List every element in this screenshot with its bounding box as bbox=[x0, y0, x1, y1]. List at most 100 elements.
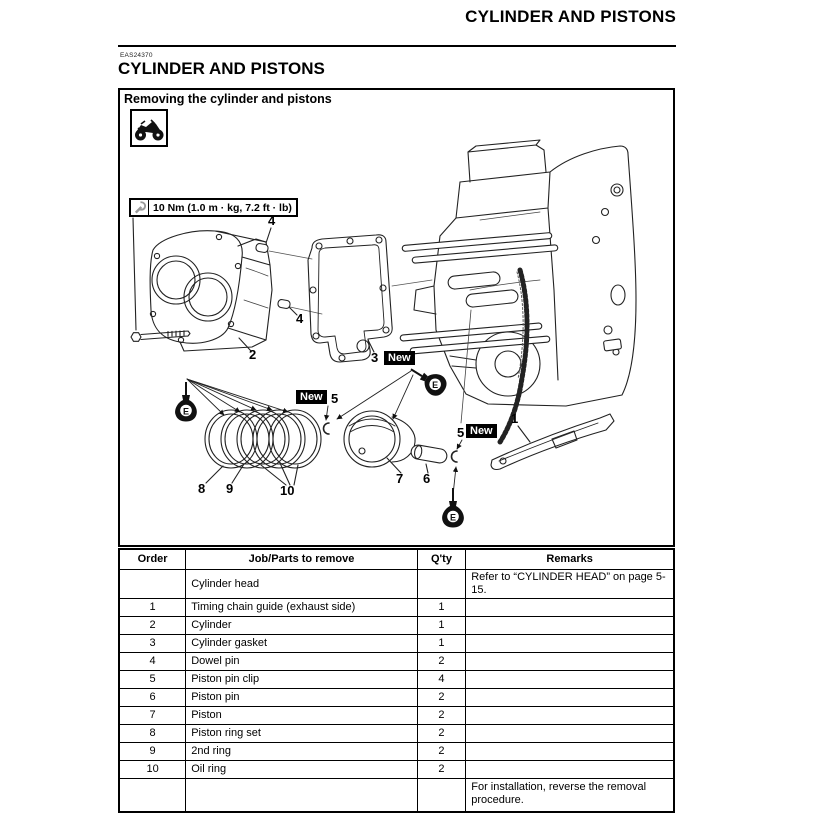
cylinder-studs bbox=[399, 232, 559, 355]
job-cell: Piston pin clip bbox=[185, 670, 418, 689]
svg-text:E: E bbox=[183, 406, 189, 416]
table-row: 9 2nd ring 2 bbox=[118, 742, 675, 761]
header-divider bbox=[118, 45, 676, 47]
cylinder-block bbox=[149, 230, 273, 352]
callout-clip-right: 5 bbox=[457, 425, 465, 440]
dowel-pin-bottom bbox=[277, 299, 323, 316]
order-cell: 7 bbox=[118, 706, 187, 725]
job-cell: Piston pin bbox=[185, 688, 418, 707]
remarks-cell bbox=[465, 598, 675, 617]
qty-cell bbox=[416, 569, 467, 599]
header-job: Job/Parts to remove bbox=[185, 548, 418, 570]
qty-cell: 2 bbox=[416, 760, 467, 779]
table-row: 1 Timing chain guide (exhaust side) 1 bbox=[118, 598, 675, 617]
job-cell: Dowel pin bbox=[185, 652, 418, 671]
qty-cell: 1 bbox=[416, 616, 467, 635]
qty-cell: 1 bbox=[416, 598, 467, 617]
callout-dowel-pin-top: 4 bbox=[268, 213, 276, 228]
order-cell: 8 bbox=[118, 724, 187, 743]
figure-box: Removing the cylinder and pistons 10 Nm … bbox=[118, 88, 675, 547]
piston-pin-clip-right bbox=[450, 450, 458, 463]
wrench-icon bbox=[131, 200, 149, 215]
remarks-cell bbox=[465, 688, 675, 707]
piston-rings bbox=[204, 409, 322, 469]
piston-pin bbox=[410, 444, 448, 464]
svg-text:E: E bbox=[450, 512, 456, 522]
crankcase bbox=[413, 139, 637, 407]
table-row: Cylinder head Refer to “CYLINDER HEAD” o… bbox=[118, 569, 675, 599]
oil-can-middle: E bbox=[410, 368, 447, 396]
qty-cell: 1 bbox=[416, 634, 467, 653]
section-title: CYLINDER AND PISTONS bbox=[118, 59, 325, 78]
job-cell: Timing chain guide (exhaust side) bbox=[185, 598, 418, 617]
order-cell: 6 bbox=[118, 688, 187, 707]
motorcycle-icon bbox=[130, 109, 168, 147]
oil-can-bottom: E bbox=[442, 488, 464, 528]
remarks-cell bbox=[465, 706, 675, 725]
order-cell: 9 bbox=[118, 742, 187, 761]
job-cell: Piston ring set bbox=[185, 724, 418, 743]
new-badge-clip-right: New bbox=[466, 424, 497, 438]
svg-text:E: E bbox=[432, 380, 438, 390]
header-order: Order bbox=[118, 548, 187, 570]
qty-cell: 2 bbox=[416, 652, 467, 671]
cylinder-gasket bbox=[307, 234, 393, 363]
piston-pin-clip-left bbox=[322, 422, 330, 435]
qty-cell: 2 bbox=[416, 688, 467, 707]
timing-chain bbox=[497, 267, 530, 445]
table-row: 6 Piston pin 2 bbox=[118, 688, 675, 707]
remarks-cell bbox=[465, 634, 675, 653]
remarks-cell bbox=[465, 760, 675, 779]
new-badge-clip-left: New bbox=[296, 390, 327, 404]
page-title: CYLINDER AND PISTONS bbox=[465, 7, 676, 26]
order-cell: 5 bbox=[118, 670, 187, 689]
callout-cylinder: 2 bbox=[249, 347, 257, 362]
job-cell: Piston bbox=[185, 706, 418, 725]
torque-spec-box: 10 Nm (1.0 m · kg, 7.2 ft · lb) bbox=[129, 198, 298, 217]
header-remarks: Remarks bbox=[465, 548, 675, 570]
callout-chain-guide: 1 bbox=[511, 411, 519, 426]
qty-cell: 4 bbox=[416, 670, 467, 689]
remarks-cell bbox=[465, 652, 675, 671]
oil-can-left: E bbox=[175, 382, 197, 422]
job-cell: Cylinder bbox=[185, 616, 418, 635]
table-header-row: Order Job/Parts to remove Q'ty Remarks bbox=[118, 548, 675, 570]
table-row: 8 Piston ring set 2 bbox=[118, 724, 675, 743]
table-row: 10 Oil ring 2 bbox=[118, 760, 675, 779]
callout-ring-set: 8 bbox=[198, 481, 206, 496]
callout-oil-ring: 10 bbox=[280, 483, 295, 498]
exploded-diagram: E E E bbox=[130, 139, 637, 528]
job-cell bbox=[185, 778, 418, 813]
table-row: For installation, reverse the removal pr… bbox=[118, 778, 675, 813]
qty-cell: 2 bbox=[416, 724, 467, 743]
dowel-pin-top bbox=[255, 227, 313, 260]
table-row: 5 Piston pin clip 4 bbox=[118, 670, 675, 689]
figure-caption: Removing the cylinder and pistons bbox=[124, 92, 332, 106]
header-qty: Q'ty bbox=[416, 548, 467, 570]
callout-dowel-pin-bottom: 4 bbox=[296, 311, 304, 326]
callout-second-ring: 9 bbox=[226, 481, 234, 496]
section-code: EAS24370 bbox=[120, 52, 153, 59]
callout-piston: 7 bbox=[396, 471, 404, 486]
torque-spec-text: 10 Nm (1.0 m · kg, 7.2 ft · lb) bbox=[153, 201, 292, 214]
order-cell: 2 bbox=[118, 616, 187, 635]
remarks-cell bbox=[465, 670, 675, 689]
remarks-cell: For installation, reverse the removal pr… bbox=[465, 778, 675, 813]
order-cell bbox=[118, 569, 187, 599]
qty-cell: 2 bbox=[416, 742, 467, 761]
order-cell: 10 bbox=[118, 760, 187, 779]
job-cell: Cylinder head bbox=[185, 569, 418, 599]
new-badge-gasket: New bbox=[384, 351, 415, 365]
table-row: 4 Dowel pin 2 bbox=[118, 652, 675, 671]
callout-cylinder-gasket: 3 bbox=[371, 350, 379, 365]
cylinder-bolt bbox=[130, 330, 191, 342]
callout-clip-left: 5 bbox=[331, 391, 339, 406]
order-cell: 4 bbox=[118, 652, 187, 671]
parts-table: Order Job/Parts to remove Q'ty Remarks C… bbox=[118, 548, 675, 813]
order-cell: 3 bbox=[118, 634, 187, 653]
remarks-cell bbox=[465, 616, 675, 635]
timing-chain-guide bbox=[490, 413, 615, 471]
table-row: 3 Cylinder gasket 1 bbox=[118, 634, 675, 653]
remarks-cell: Refer to “CYLINDER HEAD” on page 5-15. bbox=[465, 569, 675, 599]
